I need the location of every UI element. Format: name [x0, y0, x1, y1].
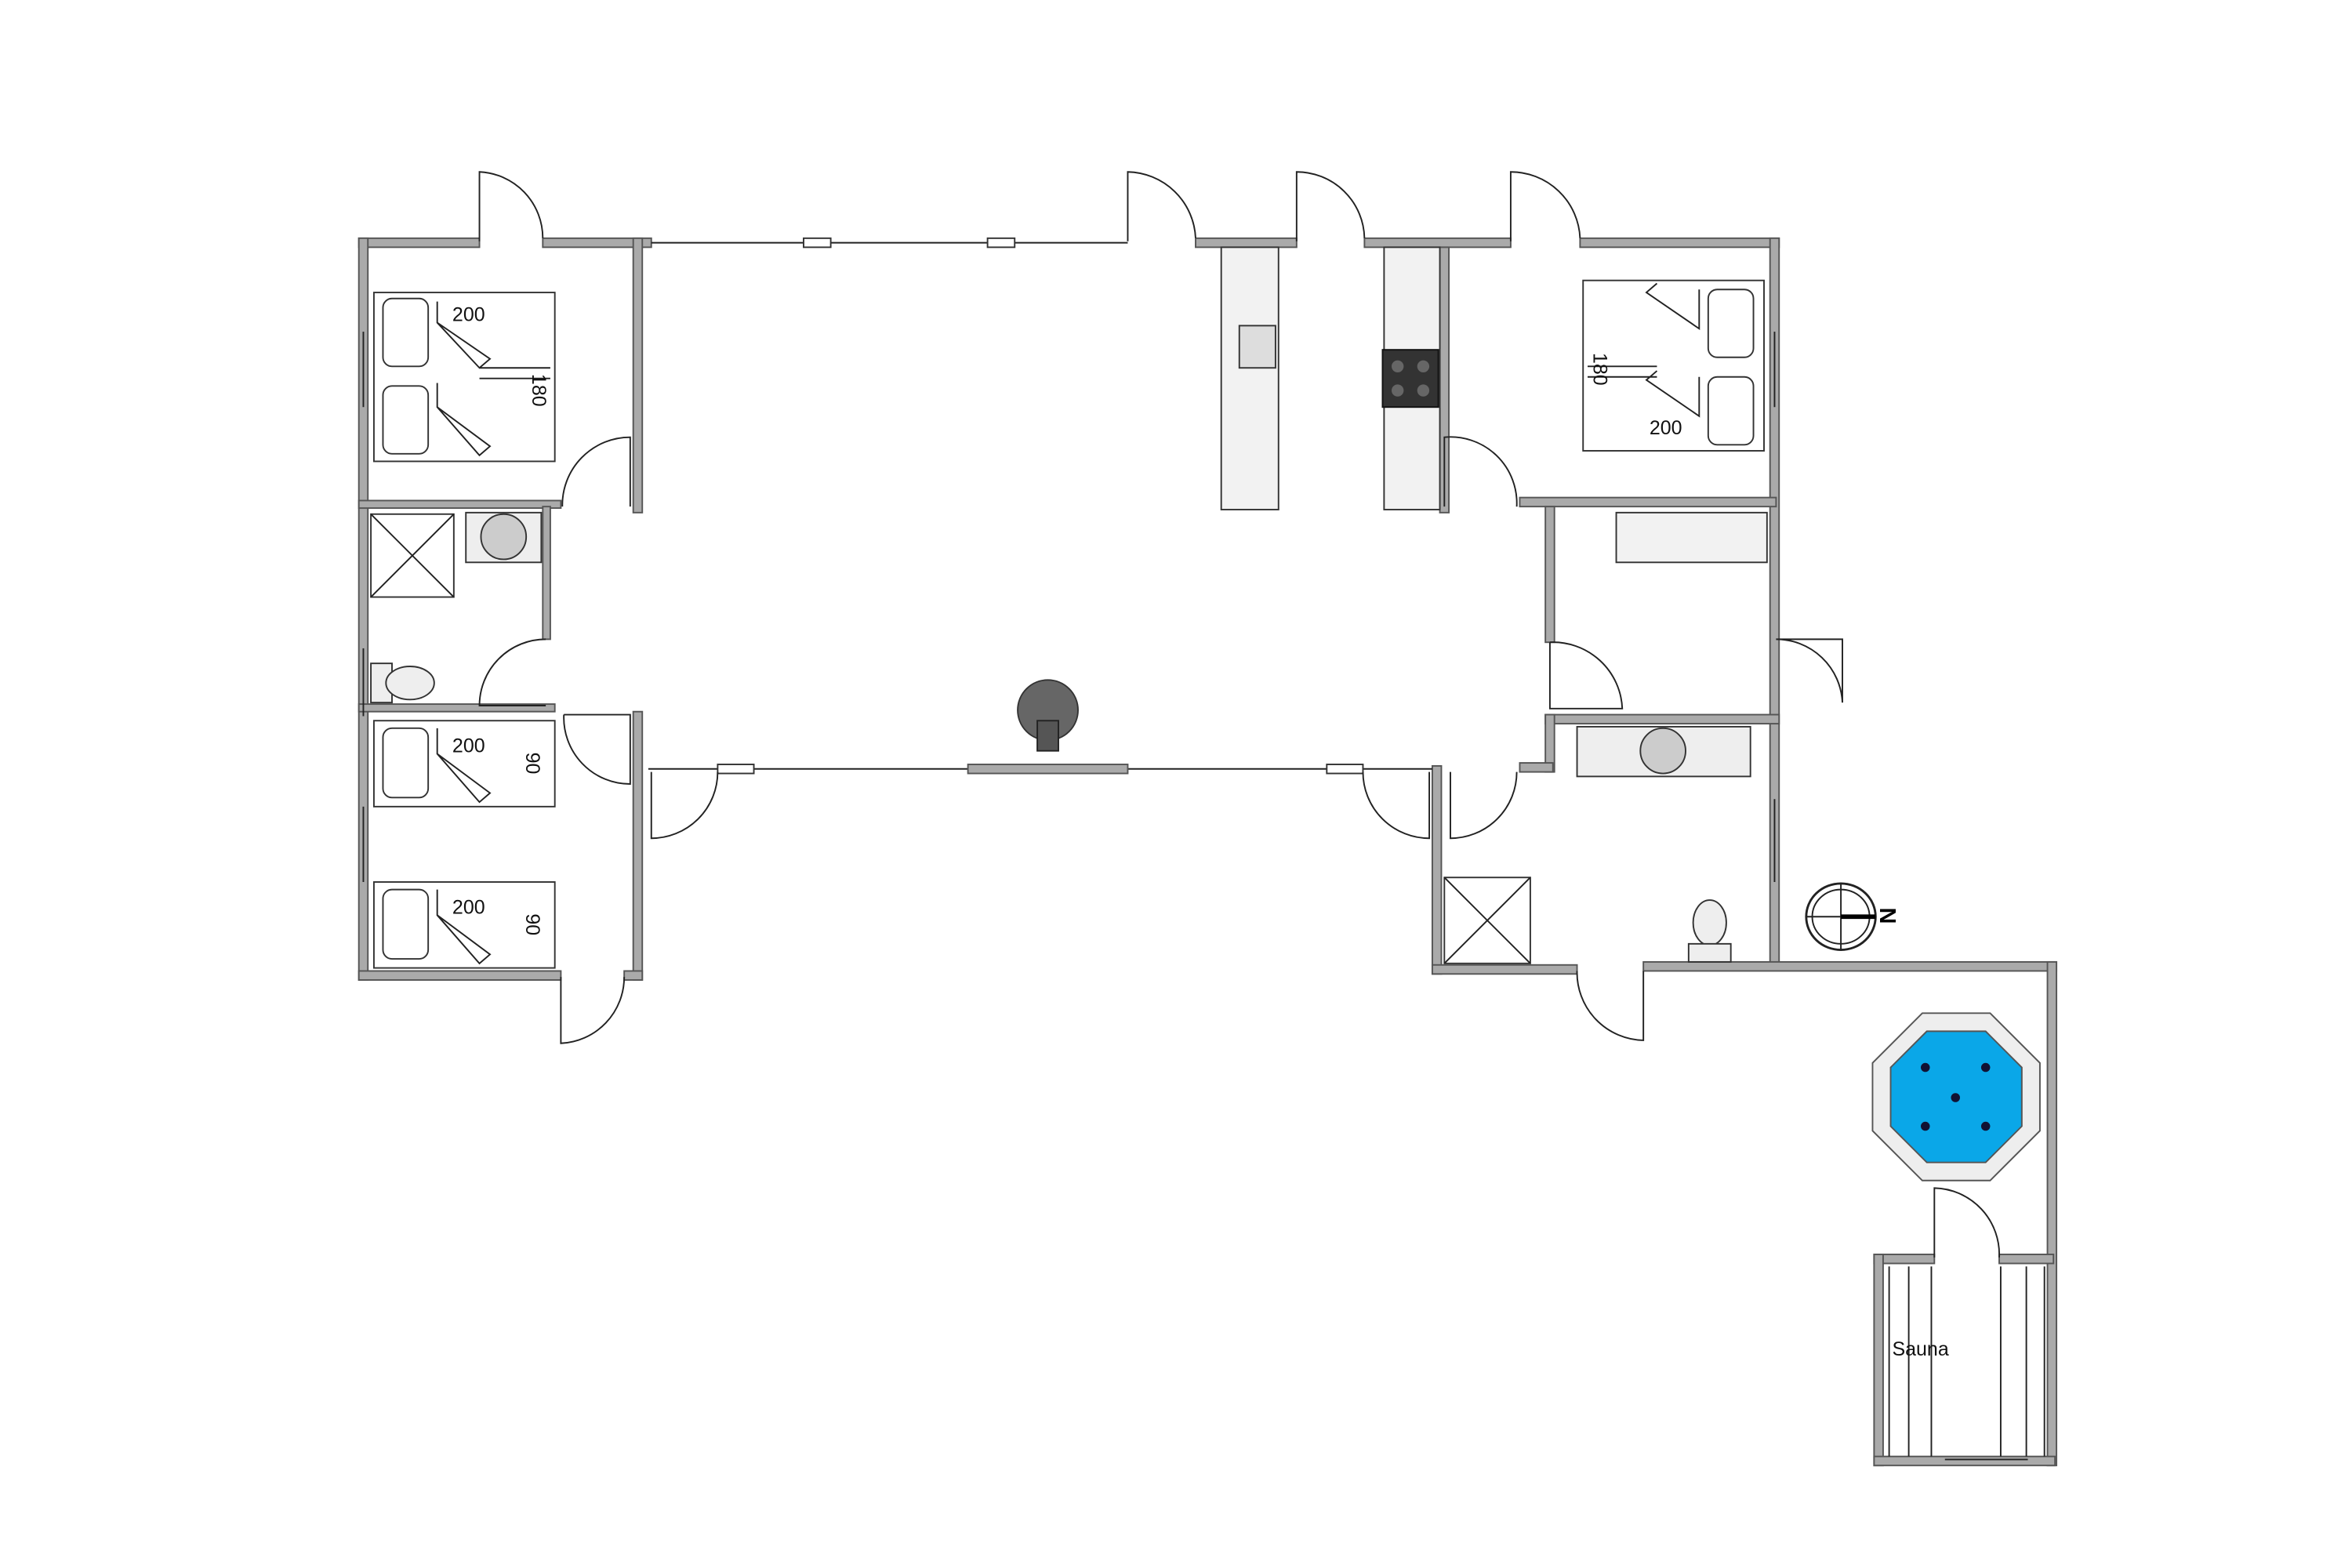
walls	[358, 237, 2058, 1467]
compass-icon: N	[1805, 882, 1900, 951]
sauna-label: Sauna	[1892, 1338, 1948, 1360]
windows	[362, 237, 2028, 1461]
doors	[478, 171, 2000, 1258]
bed-width-label: 90	[521, 753, 543, 775]
bed-length-label: 200	[452, 896, 485, 918]
compass-north-label: N	[1875, 908, 1900, 924]
bed-width-label: 90	[521, 913, 543, 935]
sauna: Sauna	[1888, 1266, 2045, 1457]
bed-length-label: 200	[1650, 417, 1682, 439]
bed-length-label: 200	[452, 735, 485, 757]
bed-length-label: 200	[452, 304, 485, 326]
hot-tub	[1871, 1012, 2041, 1181]
bed-width-label: 180	[528, 374, 550, 407]
furniture: 200 180 200 90 200 90 180 200	[370, 246, 1768, 969]
bed-width-label: 180	[1589, 353, 1611, 386]
